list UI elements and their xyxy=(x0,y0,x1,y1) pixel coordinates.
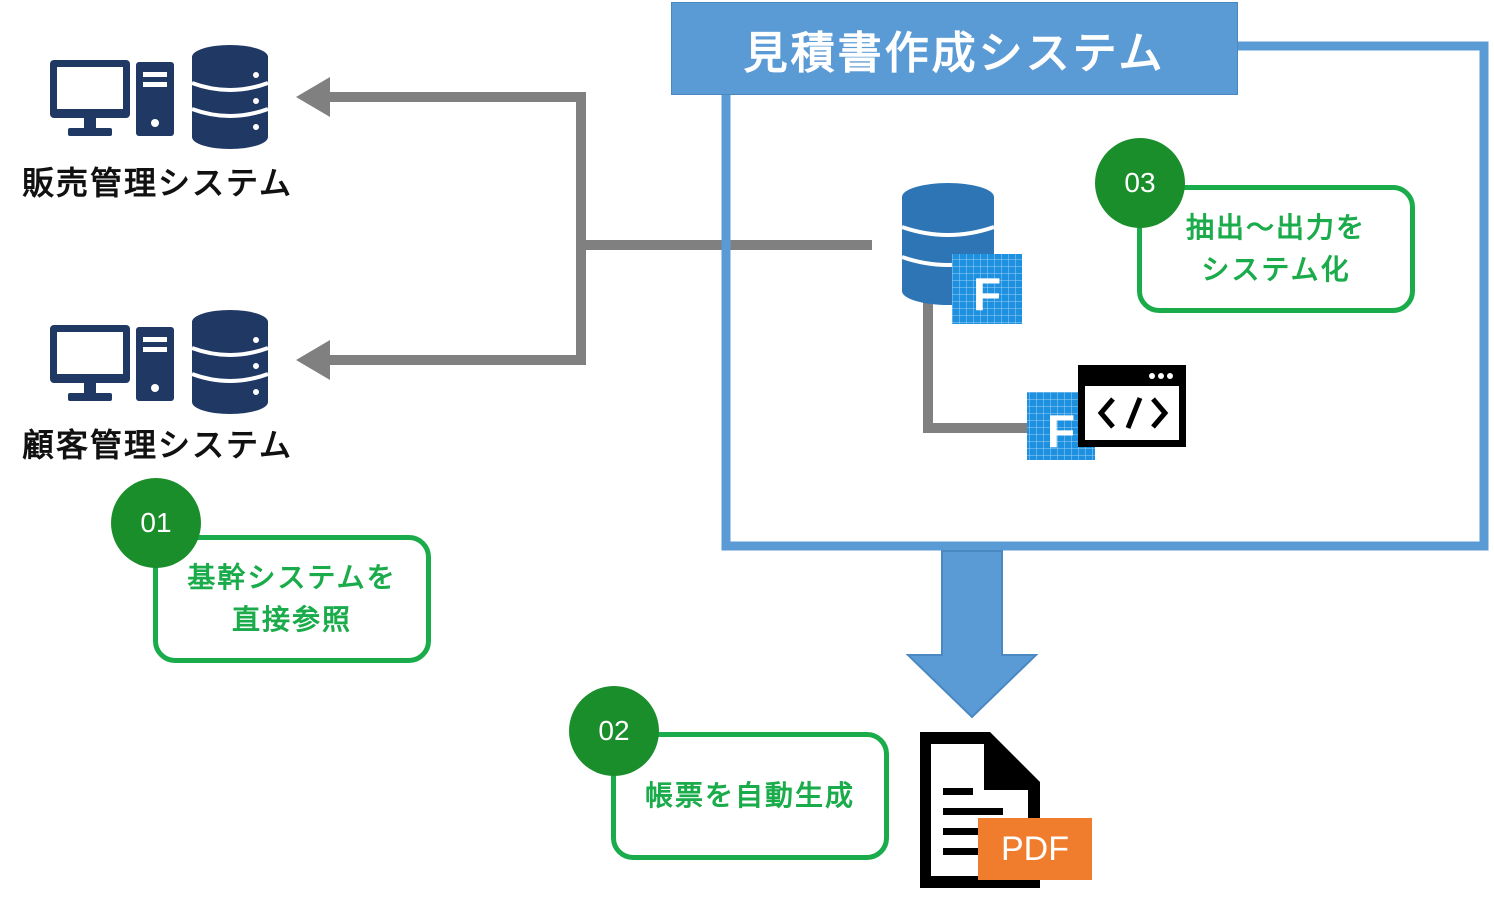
customer-system-label: 顧客管理システム xyxy=(22,426,294,464)
f-badge-letter: F xyxy=(973,268,1001,320)
callout-line: 帳票を自動生成 xyxy=(644,779,855,812)
step-badge-02: 02 xyxy=(569,686,659,776)
sales-system-label: 販売管理システム xyxy=(22,164,294,202)
computer-icon xyxy=(50,325,174,401)
arrow-head-customer xyxy=(296,340,330,380)
arrow-head-sales xyxy=(296,77,330,117)
computer-icon xyxy=(50,60,174,136)
database-icon xyxy=(191,45,269,149)
callout-systemize: 抽出～出力を システム化 xyxy=(1137,185,1415,313)
f-badge-icon xyxy=(952,254,1022,324)
estimate-system-title: 見積書作成システム xyxy=(671,2,1238,95)
callout-line: 直接参照 xyxy=(231,603,352,636)
callout-line: 抽出～出力を xyxy=(1185,211,1366,244)
callout-direct-reference: 基幹システムを 直接参照 xyxy=(153,535,431,663)
output-arrow xyxy=(905,550,1039,719)
step-badge-01: 01 xyxy=(111,478,201,568)
database-icon xyxy=(191,310,269,414)
pdf-label: PDF xyxy=(978,818,1092,880)
callout-line: 基幹システムを xyxy=(187,561,397,594)
code-window-icon xyxy=(1078,365,1186,447)
f-badge-letter: F xyxy=(1047,405,1075,457)
step-badge-03: 03 xyxy=(1095,138,1185,228)
callout-auto-generate: 帳票を自動生成 xyxy=(611,732,889,860)
callout-line: システム化 xyxy=(1201,253,1351,286)
